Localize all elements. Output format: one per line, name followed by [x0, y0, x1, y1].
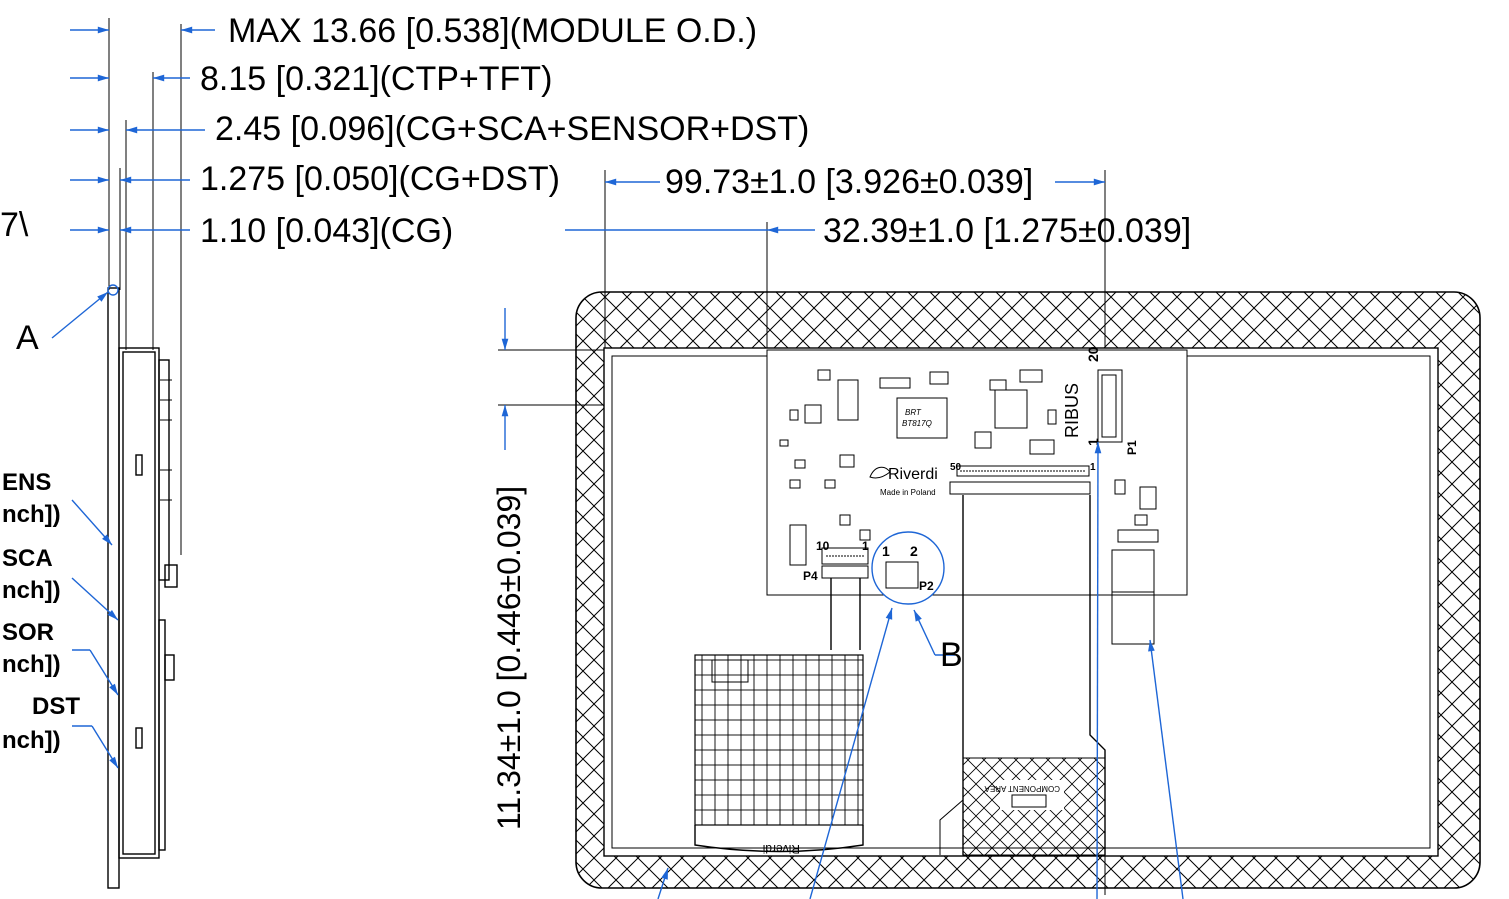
dim-cg-sca-sensor-dst: 2.45 [0.096](CG+SCA+SENSOR+DST) [215, 110, 809, 148]
pcb-made-in: Made in Poland [880, 488, 936, 497]
touch-flex-tail: Riverdi [694, 578, 864, 856]
dim-module-od: MAX 13.66 [0.538](MODULE O.D.) [228, 12, 757, 50]
dim-cg: 1.10 [0.043](CG) [200, 212, 453, 250]
fpc-pin-50: 50 [950, 462, 962, 473]
dim-y-offset: 11.34±1.0 [0.446±0.039] [491, 486, 527, 830]
sca-unit: nch]) [2, 577, 61, 604]
p1-pin-1: 1 [1085, 438, 1101, 446]
bottom-leaders [657, 441, 1184, 899]
dst-label: DST [32, 693, 80, 720]
p4-pin-1: 1 [862, 539, 869, 553]
pcb-brand: Riverdi [888, 466, 938, 483]
p2-label: P2 [919, 579, 934, 593]
p1-pin-20: 20 [1085, 346, 1101, 362]
lens-label: ENS [2, 469, 51, 496]
sensor-unit: nch]) [2, 651, 61, 678]
side-view-module [107, 284, 178, 889]
sensor-label: SOR [2, 619, 54, 646]
flex-brand: Riverdi [763, 842, 800, 856]
fpc-pin-1: 1 [1090, 462, 1096, 473]
p4-pin-10: 10 [816, 539, 830, 553]
pcb-board: COMPONENT AREA BRT BT817Q Riverdi Made i… [766, 346, 1188, 856]
dst-unit: nch]) [2, 727, 61, 754]
sca-label: SCA [2, 545, 53, 572]
dim-cg-dst: 1.275 [0.050](CG+DST) [200, 160, 560, 198]
front-view-dimensions: 99.73±1.0 [3.926±0.039] 32.39±1.0 [1.275… [491, 163, 1191, 895]
smd-components [779, 369, 1159, 645]
dim-ctp-tft: 8.15 [0.321](CTP+TFT) [200, 60, 552, 98]
p2-pin-2: 2 [910, 543, 918, 559]
callout-b-label: B [940, 636, 963, 674]
vertical-brand: RIBUS [1062, 383, 1082, 438]
callout-b: B [913, 609, 963, 674]
p2-pin-1: 1 [882, 543, 890, 559]
dim-width-offset: 99.73±1.0 [3.926±0.039] [665, 163, 1033, 201]
side-view-dimensions: MAX 13.66 [0.538](MODULE O.D.) 8.15 [0.3… [0, 12, 809, 555]
dim-x-offset: 32.39±1.0 [1.275±0.039] [823, 212, 1191, 250]
callout-a: A [16, 291, 109, 357]
chip-brand: BRT [905, 408, 922, 417]
lens-unit: nch]) [2, 501, 61, 528]
p1-label: P1 [1125, 440, 1139, 455]
clipped-label-fragment: 7\ [0, 206, 29, 244]
p4-label: P4 [803, 569, 818, 583]
layer-labels: ENS nch]) SCA nch]) SOR nch]) DST nch]) [2, 469, 119, 769]
callout-a-label: A [16, 319, 39, 357]
component-area-label: COMPONENT AREA [984, 784, 1060, 793]
chip-model: BT817Q [902, 419, 932, 428]
